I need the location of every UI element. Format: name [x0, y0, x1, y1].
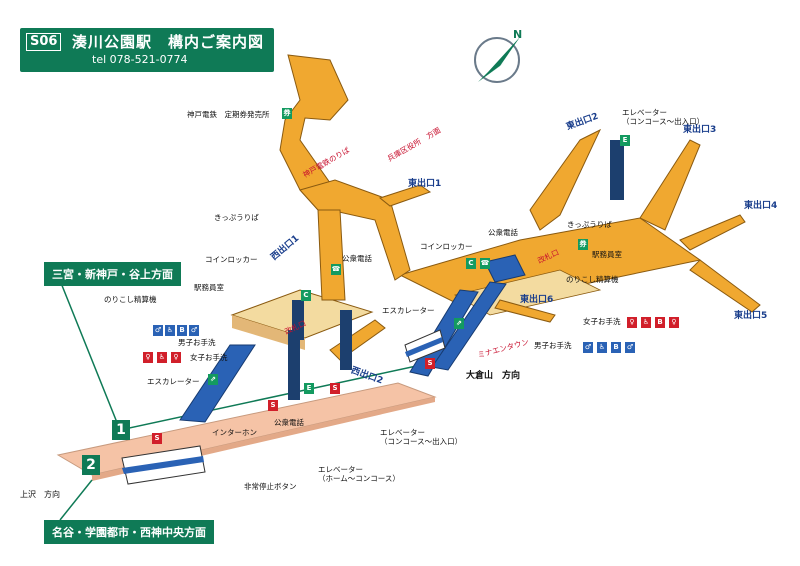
exit-east-6: 東出口6: [520, 295, 554, 305]
female-icon: ♀: [143, 352, 153, 363]
elevator-exit-label: エレベーター （コンコース～出入口）: [622, 108, 705, 126]
public-phone-west: 公衆電話: [342, 254, 372, 263]
male-icon: ♂: [583, 342, 593, 353]
station-office-east: 駅務員室: [592, 250, 622, 259]
direction-banner-bottom: 名谷・学園都市・西神中央方面: [44, 520, 214, 544]
ticket-office-icon: 券: [282, 108, 292, 119]
elevator-shaft-concourse: [340, 310, 352, 370]
train: [121, 445, 206, 485]
platform-number-1: 1: [112, 420, 130, 440]
kamisawa-direction: 上沢 方向: [20, 490, 60, 499]
compass-north-label: N: [513, 28, 523, 41]
fare-adjust-west: のりこし精算機: [104, 295, 157, 304]
corridor-east6: [494, 299, 556, 323]
escalator-east-b: [431, 281, 507, 371]
intercom-label: インターホン: [212, 428, 257, 437]
wheelchair-icon: ♿: [641, 317, 651, 328]
rail-line: [59, 479, 93, 521]
male-icon: ♂: [153, 325, 163, 336]
womens-restroom-east: 女子お手洗: [583, 317, 621, 326]
kobe-dentetsu-label: 神戸電鉄 定期券発売所: [187, 110, 270, 119]
train-east: [404, 329, 446, 363]
station-code: S06: [26, 33, 62, 51]
mens-restroom-west: 男子お手洗: [178, 338, 216, 347]
male-icon: ♂: [189, 325, 199, 336]
exit-east-4: 東出口4: [744, 201, 778, 211]
escalator-west-label: エスカレーター: [147, 377, 200, 386]
sos-icon: S: [268, 400, 278, 411]
wheelchair-icon: ♿: [597, 342, 607, 353]
baby-icon: B: [611, 342, 621, 353]
ticket-counter-west: きっぷうりば: [214, 213, 259, 222]
corridor-west2: [329, 319, 386, 361]
escalator-upper: [484, 254, 526, 283]
female-icon: ♀: [669, 317, 679, 328]
elevator-shaft-east: [610, 140, 624, 200]
escalator-icon: ⇗: [208, 374, 218, 385]
escalator-east-label: エスカレーター: [382, 306, 435, 315]
elevator-shaft-platform: [288, 330, 300, 400]
corridor-west-shaft: [317, 209, 346, 301]
coin-locker-icon: C: [466, 258, 476, 269]
station-name: 湊川公園駅 構内ご案内図: [72, 33, 265, 51]
ticket-icon: 券: [578, 239, 588, 250]
phone-icon: ☎: [480, 258, 490, 269]
womens-restroom-west: 女子お手洗: [190, 353, 228, 362]
elevator-icon: E: [620, 135, 630, 146]
station-tel: tel 078-521-0774: [92, 53, 188, 66]
corridor-east4: [679, 214, 746, 251]
coin-locker-icon: C: [301, 290, 311, 301]
station-office-west: 駅務員室: [194, 283, 224, 292]
female-icon: ♀: [627, 317, 637, 328]
ticket-counter-east: きっぷうりば: [567, 220, 612, 229]
fare-adjust-east: のりこし精算機: [566, 275, 619, 284]
baby-icon: B: [655, 317, 665, 328]
male-icon: ♂: [625, 342, 635, 353]
female-icon: ♀: [171, 352, 181, 363]
coin-locker-west: コインロッカー: [205, 255, 258, 264]
direction-banner-top: 三宮・新神戸・谷上方面: [44, 262, 181, 286]
public-phone-platform: 公衆電話: [274, 418, 304, 427]
public-phone-east: 公衆電話: [488, 228, 518, 237]
phone-icon: ☎: [331, 264, 341, 275]
elevator-shaft-west: [292, 300, 304, 340]
sos-icon: S: [330, 383, 340, 394]
sos-icon: S: [425, 358, 435, 369]
emergency-stop-button: 非常停止ボタン: [244, 482, 297, 491]
rail-line: [54, 267, 121, 431]
corridor-east3: [639, 139, 701, 231]
wheelchair-icon: ♿: [157, 352, 167, 363]
exit-east-3: 東出口3: [683, 125, 717, 135]
wheelchair-icon: ♿: [165, 325, 175, 336]
elevator-platform-label: エレベーター （ホーム～コンコース）: [318, 465, 400, 483]
coin-locker-east: コインロッカー: [420, 242, 473, 251]
station-title-box: S06 湊川公園駅 構内ご案内図 tel 078-521-0774: [20, 28, 274, 72]
okurayama-direction: 大倉山 方向: [466, 371, 521, 381]
corridor-east5: [689, 259, 761, 313]
elevator-icon: E: [304, 383, 314, 394]
platform-number-2: 2: [82, 455, 100, 475]
escalator-icon: ⇗: [454, 318, 464, 329]
elevator-concourse-label: エレベーター （コンコース～出入口）: [380, 428, 463, 446]
mens-restroom-east: 男子お手洗: [534, 341, 572, 350]
concourse-west-base: [232, 315, 305, 350]
exit-east-1: 東出口1: [408, 179, 442, 189]
sos-icon: S: [152, 433, 162, 444]
compass: [474, 37, 520, 83]
corridor-east1: [378, 184, 432, 207]
baby-icon: B: [177, 325, 187, 336]
corridor-east2: [529, 128, 602, 231]
rail-line: [119, 361, 436, 431]
exit-east-5: 東出口5: [734, 311, 768, 321]
